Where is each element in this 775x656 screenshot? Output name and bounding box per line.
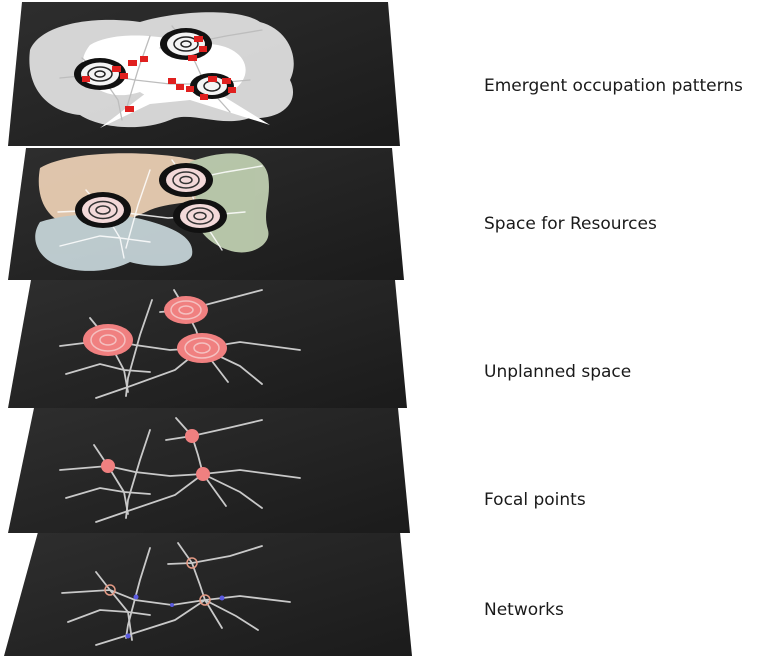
target [193, 211, 207, 221]
occupation-marker [186, 86, 194, 92]
network-junction [199, 594, 211, 606]
target [95, 205, 111, 215]
occupation-marker [82, 76, 90, 82]
target [87, 66, 113, 82]
network-node [170, 603, 174, 607]
focal-point [185, 429, 199, 443]
occupation-marker [176, 84, 184, 90]
target [172, 171, 200, 189]
unplanned-ring [184, 337, 220, 359]
target [167, 32, 205, 56]
occupation-marker [188, 55, 197, 61]
focal-nodes [101, 429, 210, 481]
layer-emergent-occupation [8, 2, 400, 146]
target [94, 70, 106, 78]
label-networks: Networks [484, 600, 564, 620]
occupation-marker [222, 78, 231, 84]
occupation-marker [208, 76, 217, 82]
target [197, 77, 227, 95]
target [88, 200, 118, 220]
label-space-for-resources: Space for Resources [484, 214, 657, 234]
occupation-marker [140, 56, 148, 62]
target [186, 207, 214, 225]
unplanned-ring [170, 300, 202, 320]
resource-targets [75, 163, 227, 233]
network-node [219, 595, 225, 601]
layer-focal-points [8, 408, 410, 533]
unplanned-ring [90, 328, 126, 352]
focal-point [101, 459, 115, 473]
occupation-markers [82, 36, 236, 112]
layer-unplanned-space [8, 280, 407, 408]
occupation-marker [120, 73, 128, 79]
occupation-marker [228, 87, 236, 93]
target [179, 175, 193, 185]
zone-blue [35, 214, 193, 271]
unplanned-ring [193, 342, 211, 354]
unplanned-ring [178, 305, 194, 315]
label-emergent-occupation: Emergent occupation patterns [484, 76, 743, 96]
occupation-marker [200, 94, 208, 100]
occupation-marker [128, 60, 137, 66]
occupation-marker [112, 66, 121, 72]
zone-white-wedge [100, 88, 270, 128]
network-junction [186, 557, 198, 569]
target [81, 62, 119, 86]
layer-space-for-resources [8, 148, 404, 280]
target [180, 40, 192, 48]
plate-networks [4, 532, 412, 656]
road-network [61, 542, 291, 646]
focal-point [196, 467, 210, 481]
layer-networks [4, 532, 412, 656]
unplanned-rings [83, 296, 227, 363]
network-node [133, 594, 139, 600]
label-focal-points: Focal points [484, 490, 586, 510]
unplanned-ring [99, 334, 117, 346]
occupation-marker [168, 78, 176, 84]
network-node [125, 633, 131, 639]
occupation-marker [125, 106, 134, 112]
occupation-marker [199, 46, 207, 52]
network-nodes [104, 557, 225, 639]
label-unplanned-space: Unplanned space [484, 362, 632, 382]
occupation-marker [194, 36, 203, 42]
target [173, 36, 199, 52]
network-junction [104, 584, 116, 596]
road-network [59, 417, 301, 523]
